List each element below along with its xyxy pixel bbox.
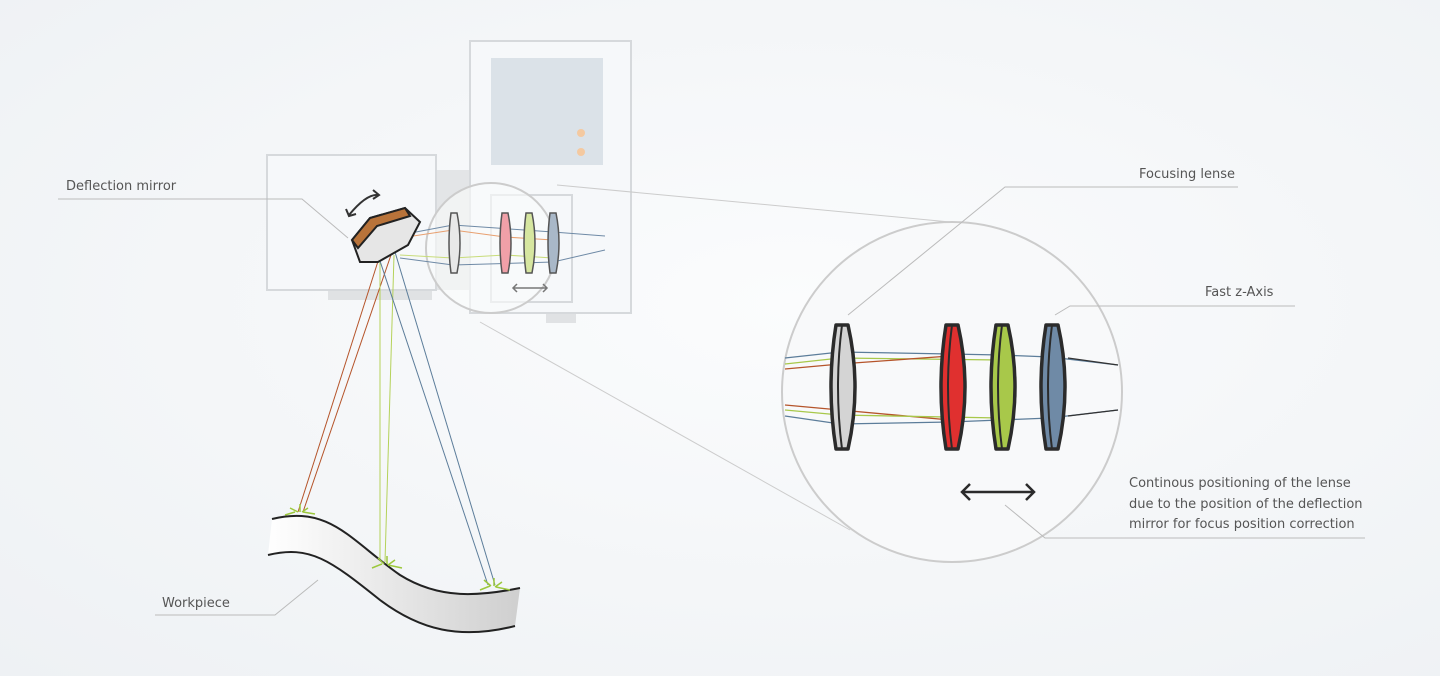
description-text: Continous positioning of the lense due t… (1129, 474, 1363, 536)
small-lenses (448, 212, 560, 274)
zoom-connector (479, 321, 851, 531)
red-lens (939, 323, 967, 451)
leader-lines (58, 186, 1365, 616)
label-workpiece: Workpiece (162, 596, 230, 611)
label-deflection-mirror: Deflection mirror (66, 179, 177, 194)
small-zoom-circle (425, 182, 557, 314)
large-lenses (829, 323, 1067, 451)
small-move-arrow-icon (511, 283, 549, 293)
move-arrow-icon (960, 483, 1036, 501)
deflection-mirror (345, 189, 422, 263)
label-fast-z-axis: Fast z-Axis (1205, 285, 1274, 300)
description-line: mirror for focus position correction (1129, 517, 1355, 532)
zoom-connector (556, 184, 951, 223)
focusing-lens (829, 323, 857, 451)
description-line: Continous positioning of the lense (1129, 476, 1351, 491)
scan-rays (297, 251, 496, 586)
green-lens (989, 323, 1017, 451)
blue-lens (1039, 323, 1067, 451)
laser-source (491, 58, 603, 165)
workpiece (267, 504, 521, 634)
label-focusing-lense: Focusing lense (1139, 167, 1235, 182)
description-line: due to the position of the deflection (1129, 496, 1363, 512)
laser-spot-icon (284, 504, 511, 591)
rotate-arrow-icon (348, 193, 380, 216)
